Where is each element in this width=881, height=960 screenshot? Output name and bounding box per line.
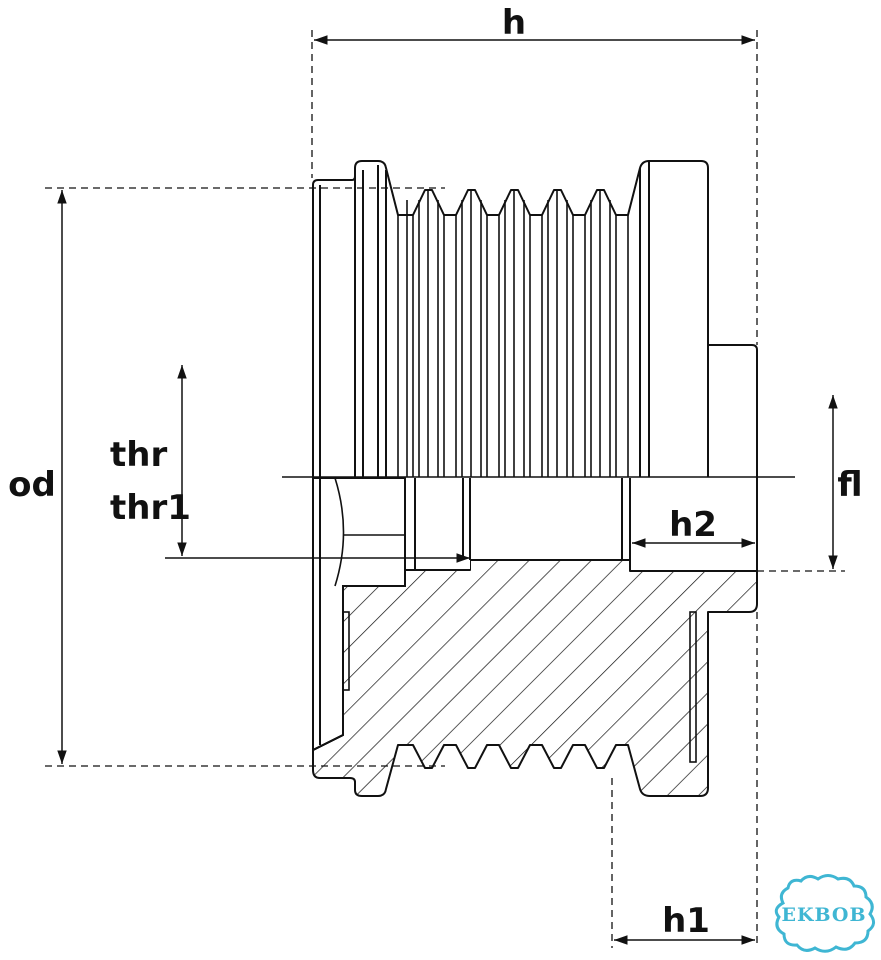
label-h2: h2: [669, 505, 717, 545]
dimension-lines: [57, 35, 838, 945]
upper-outline: [312, 160, 758, 477]
label-thr: thr: [110, 435, 167, 475]
pulley-exterior-view: [312, 160, 758, 477]
label-od: od: [8, 465, 56, 505]
label-fl: fl: [837, 465, 862, 505]
extension-lines: [45, 30, 845, 948]
section-lines: [312, 477, 758, 763]
section-body: [312, 559, 758, 797]
label-thr1: thr1: [110, 488, 191, 528]
bore: [470, 478, 630, 560]
groove-lines: [397, 190, 629, 477]
label-h: h: [502, 3, 526, 43]
ekbob-logo: EKBOB: [774, 874, 875, 953]
label-h1: h1: [662, 901, 710, 941]
logo-text: EKBOB: [781, 904, 866, 926]
recess: [630, 478, 757, 571]
